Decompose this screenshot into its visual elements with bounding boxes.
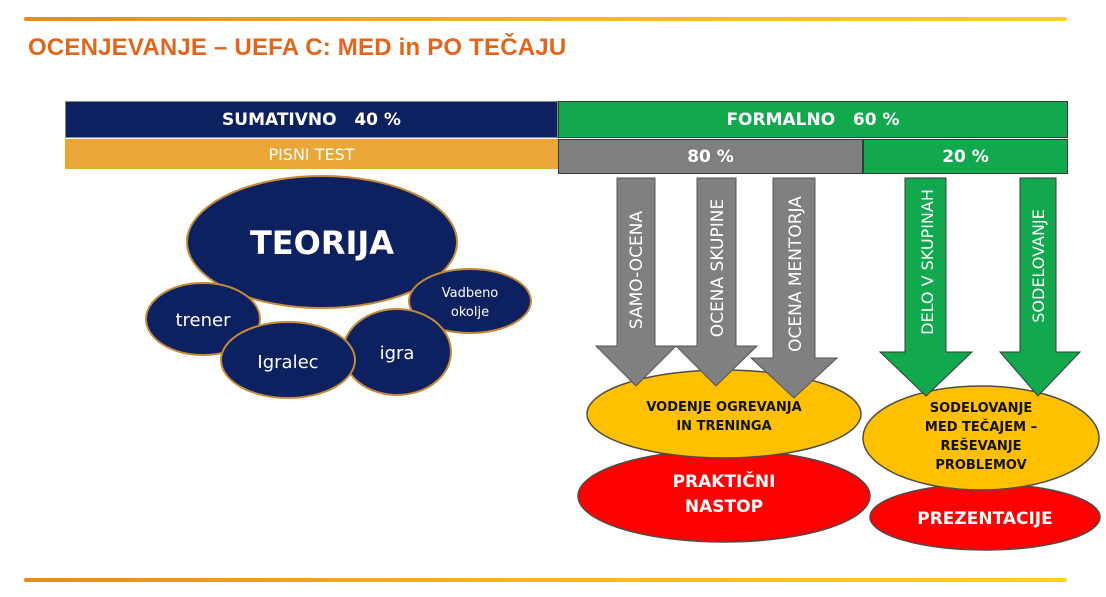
participation-ellipse [862,385,1100,491]
warmup-line2: IN TRENINGA [676,419,771,434]
practical-targets: VODENJE OGREVANJA IN TRENINGA PRAKTIČNI … [577,369,871,543]
theory-cluster: TEORIJA Vadbeno okolje trener igra Igral… [145,175,532,399]
participation-line4: PROBLEMOV [935,458,1026,473]
practical-line1: PRAKTIČNI [673,470,776,492]
arrow-group-work-label: DELO V SKUPINAH [918,189,937,335]
arrow-self-assessment [594,177,678,387]
vadbeno-label: Vadbeno [442,286,499,301]
participation-line2: MED TEČAJEM – [925,419,1037,435]
formal-share-20-bar: 20 % [863,139,1068,174]
igralec-bubble [220,321,356,399]
presentations-label: PREZENTACIJE [917,509,1053,529]
arrow-group-assessment [674,177,759,387]
written-test-label: PISNI TEST [268,144,355,164]
arrow-group-assessment-label: OCENA SKUPINE [708,199,728,337]
igralec-label: Igralec [257,352,318,373]
vadbeno-okolje-bubble [408,268,532,334]
warmup-line1: VODENJE OGREVANJA [646,400,801,415]
igra-label: igra [380,343,415,364]
summative-header-label: SUMATIVNO 40 % [222,109,401,130]
slide-title: OCENJEVANJE – UEFA C: MED in PO TEČAJU [28,34,567,61]
top-divider [24,17,1067,21]
formal-header-bar: FORMALNO 60 % [558,101,1068,138]
arrow-mentor-assessment [749,177,839,399]
formal-share-80-bar: 80 % [558,139,863,174]
formal-share-80-label: 80 % [687,146,734,167]
arrow-self-assessment-label: SAMO-OCENA [627,211,647,330]
arrow-mentor-assessment-label: OCENA MENTORJA [786,196,806,352]
formal-header-label: FORMALNO 60 % [726,109,900,130]
bottom-divider [24,578,1067,582]
okolje-label: okolje [451,305,489,320]
participation-line1: SODELOVANJE [930,401,1032,416]
peer-assessment-arrows: SAMO-OCENA OCENA SKUPINE OCENA MENTORJA [594,177,839,399]
formal-share-20-label: 20 % [942,146,989,167]
practical-performance-ellipse [577,449,871,543]
participation-arrows: DELO V SKUPINAH SODELOVANJE [878,177,1082,397]
arrow-participation [998,177,1082,397]
trener-bubble [145,282,261,356]
participation-targets: SODELOVANJE MED TEČAJEM – REŠEVANJE PROB… [862,385,1101,551]
written-test-bar: PISNI TEST [65,139,558,169]
arrow-participation-label: SODELOVANJE [1029,209,1048,323]
summative-header-bar: SUMATIVNO 40 % [65,101,558,138]
teorija-label: TEORIJA [250,224,394,262]
participation-line3: REŠEVANJE [941,438,1022,454]
trener-label: trener [175,310,231,331]
practical-line2: NASTOP [685,497,763,517]
teorija-bubble [186,175,458,309]
arrow-group-work [878,177,974,397]
